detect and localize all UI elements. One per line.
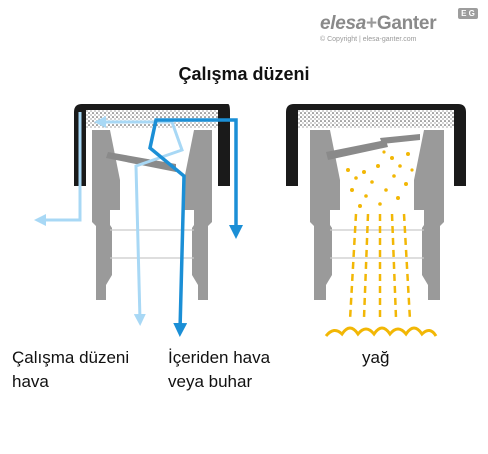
right-body-right-wall bbox=[414, 130, 444, 300]
logo-copyright: © Copyright | elesa-ganter.com bbox=[320, 36, 417, 43]
logo-elesa: elesa bbox=[320, 13, 367, 34]
oil-splash bbox=[324, 326, 438, 337]
right-body-left-wall bbox=[310, 130, 340, 300]
diagram-title: Çalışma düzeni bbox=[178, 64, 310, 84]
right-filter bbox=[298, 110, 454, 128]
logo-plus: + bbox=[366, 13, 377, 34]
air-flow-arrow-2 bbox=[94, 116, 184, 326]
oil-droplets bbox=[346, 150, 414, 208]
label-working-air-line2: hava bbox=[12, 372, 49, 391]
left-body-right-wall bbox=[184, 130, 212, 300]
logo-wordmark: elesa+Ganter bbox=[320, 13, 437, 35]
left-breather bbox=[34, 104, 243, 337]
right-baffle-2 bbox=[380, 134, 420, 144]
label-oil: yağ bbox=[362, 348, 390, 367]
right-baffle bbox=[326, 140, 388, 160]
oil-streams bbox=[348, 213, 412, 321]
steam-flow-arrow bbox=[148, 118, 243, 337]
logo-ganter: Ganter bbox=[376, 13, 437, 34]
label-internal-line1: İçeriden hava bbox=[168, 348, 271, 367]
air-flow-arrow bbox=[34, 112, 82, 226]
label-working-air-line1: Çalışma düzeni bbox=[12, 348, 130, 367]
right-breather bbox=[286, 104, 466, 337]
elesa-ganter-logo: elesa+Ganter E G © Copyright | elesa-gan… bbox=[318, 8, 478, 48]
logo-badge: E G bbox=[458, 8, 478, 19]
label-internal-line2: veya buhar bbox=[168, 372, 253, 391]
label-working-air: Çalışma düzeni hava bbox=[12, 346, 129, 394]
label-internal-air-steam: İçeriden hava veya buhar bbox=[168, 346, 270, 394]
